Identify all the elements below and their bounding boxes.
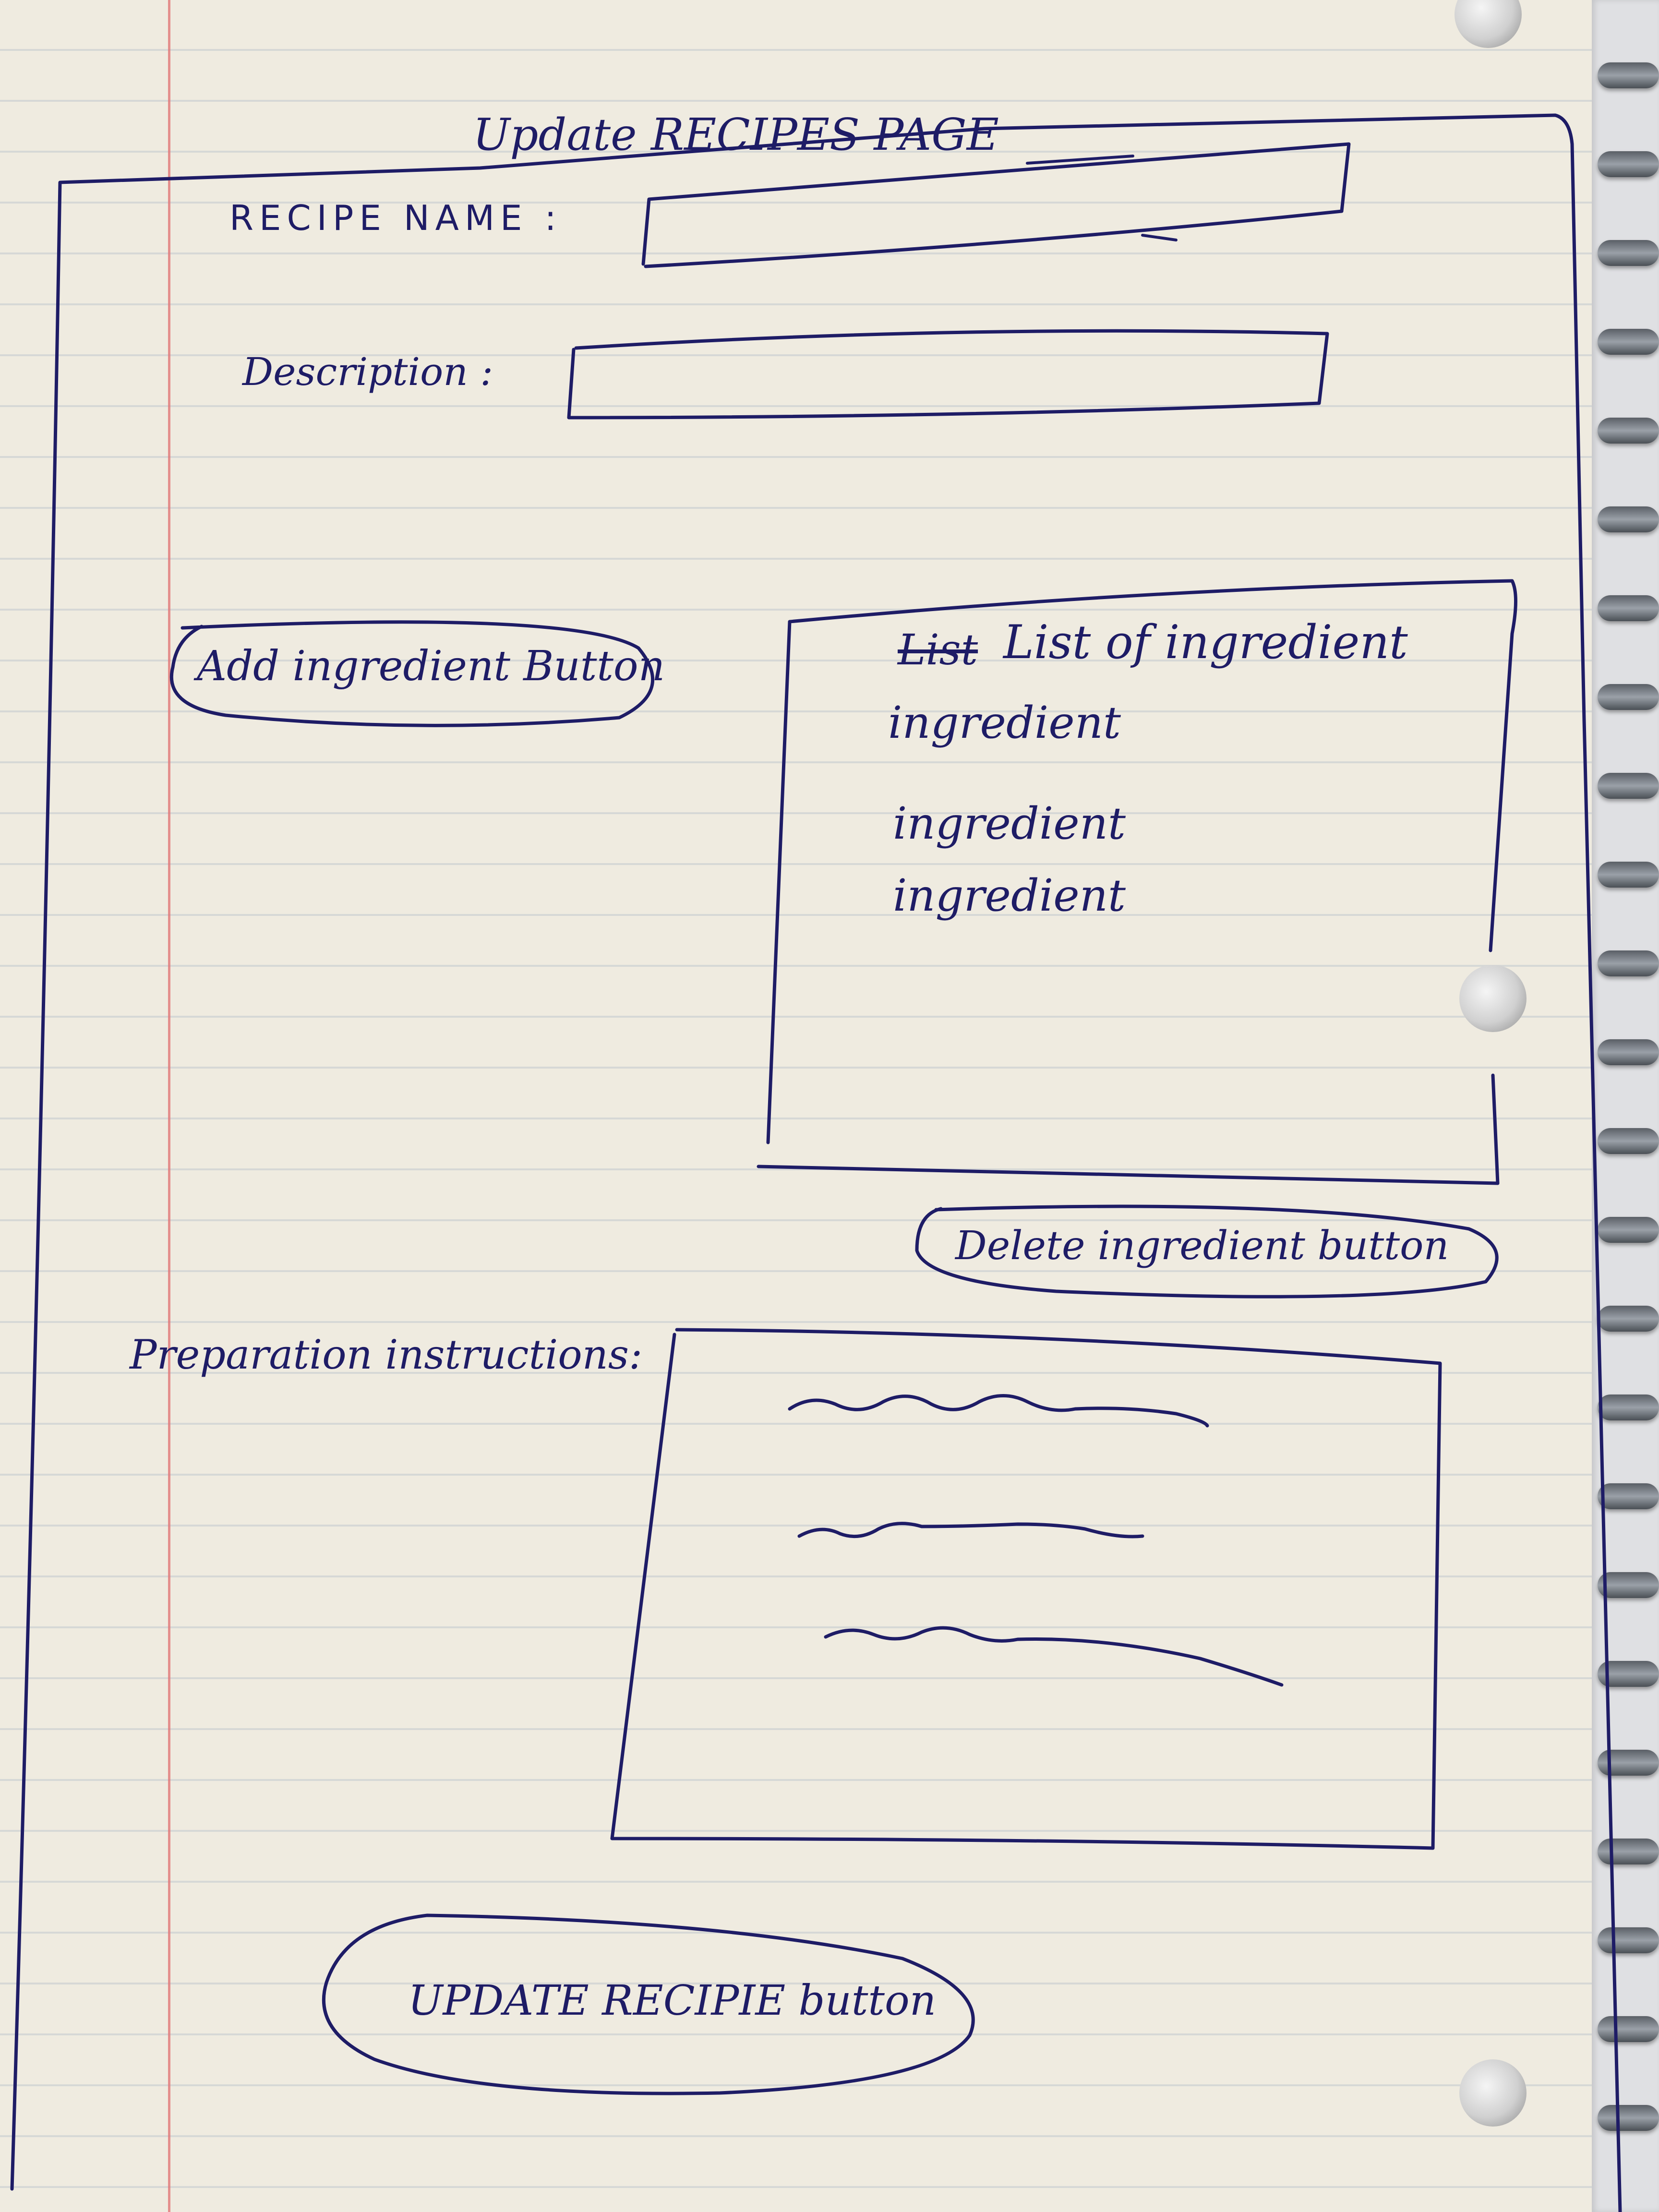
update-recipe-button[interactable]: UPDATE RECIPIE button bbox=[322, 1915, 979, 2098]
ingredient-list-item[interactable]: ingredient bbox=[893, 870, 1126, 921]
spiral-ring bbox=[1598, 684, 1659, 710]
spiral-ring bbox=[1598, 1395, 1659, 1420]
add-ingredient-button-outline bbox=[169, 620, 655, 727]
ingredient-list-box bbox=[757, 579, 1517, 1185]
spiral-ring bbox=[1598, 595, 1659, 621]
ingredient-list-item[interactable]: ingredient bbox=[888, 697, 1121, 748]
spiral-ring bbox=[1598, 151, 1659, 177]
list-struck-word: List bbox=[898, 625, 978, 674]
instruction-line-squiggle bbox=[824, 1626, 1284, 1687]
description-label: Description : bbox=[242, 349, 493, 394]
recipe-name-input[interactable] bbox=[648, 158, 1344, 262]
spiral-ring bbox=[1598, 62, 1659, 88]
update-recipe-button-outline bbox=[322, 1913, 975, 2095]
margin-line bbox=[168, 0, 170, 2212]
punch-hole bbox=[1459, 2059, 1527, 2127]
update-recipe-button-label: UPDATE RECIPIE button bbox=[408, 1977, 937, 2025]
recipe-name-input-box bbox=[641, 142, 1351, 268]
spiral-ring bbox=[1598, 329, 1659, 355]
spiral-ring bbox=[1598, 1572, 1659, 1598]
preparation-instructions-label: Preparation instructions: bbox=[130, 1331, 643, 1378]
spiral-ring bbox=[1598, 773, 1659, 799]
spiral-ring bbox=[1598, 2105, 1659, 2131]
recipe-name-label: RECIPE NAME : bbox=[229, 198, 562, 238]
ingredient-list-item[interactable]: ingredient bbox=[893, 798, 1126, 849]
instruction-line-squiggle bbox=[788, 1394, 1209, 1428]
delete-ingredient-button-label: Delete ingredient button bbox=[955, 1223, 1449, 1269]
instruction-line-squiggle bbox=[797, 1522, 1144, 1539]
page-frame bbox=[10, 113, 1622, 2212]
preparation-instructions-textarea[interactable] bbox=[619, 1334, 1435, 1843]
page-title: Update RECIPES PAGE bbox=[473, 109, 999, 160]
spiral-ring bbox=[1598, 240, 1659, 266]
spiral-ring bbox=[1598, 862, 1659, 888]
add-ingredient-button[interactable]: Add ingredient Button bbox=[173, 619, 665, 730]
delete-ingredient-button[interactable]: Delete ingredient button bbox=[917, 1200, 1493, 1301]
delete-ingredient-button-outline bbox=[915, 1204, 1499, 1298]
spiral-ring bbox=[1598, 1839, 1659, 1864]
description-input[interactable] bbox=[574, 336, 1320, 415]
spiral-ring bbox=[1598, 1306, 1659, 1332]
spiral-ring bbox=[1598, 2016, 1659, 2042]
spiral-ring bbox=[1598, 950, 1659, 976]
spiral-ring bbox=[1598, 1483, 1659, 1509]
spiral-ring bbox=[1598, 1217, 1659, 1243]
add-ingredient-button-label: Add ingredient Button bbox=[197, 642, 665, 690]
spiral-ring bbox=[1598, 1128, 1659, 1154]
preparation-instructions-box bbox=[610, 1328, 1442, 1850]
spiral-binding bbox=[1592, 0, 1659, 2212]
spiral-ring bbox=[1598, 1927, 1659, 1953]
ingredient-list: List List of ingredient ingredient ingre… bbox=[773, 595, 1493, 1162]
spiral-ring bbox=[1598, 506, 1659, 532]
ingredient-list-title: List of ingredient bbox=[1003, 615, 1408, 669]
spiral-ring bbox=[1598, 418, 1659, 444]
punch-hole bbox=[1459, 965, 1527, 1032]
description-input-box bbox=[567, 329, 1329, 420]
spiral-ring bbox=[1598, 1039, 1659, 1065]
